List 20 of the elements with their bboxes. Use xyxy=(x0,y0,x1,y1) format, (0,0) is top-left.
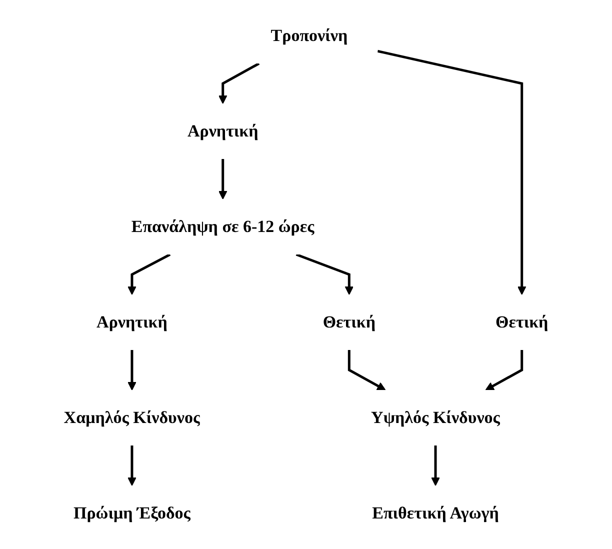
arrow xyxy=(377,50,526,295)
node-text: Αρνητική xyxy=(96,312,168,332)
node-text: Επιθετική Αγωγή xyxy=(372,504,499,522)
arrow xyxy=(218,62,260,104)
node-text: Υψηλός Κίνδυνος xyxy=(371,408,500,427)
arrow xyxy=(296,253,354,295)
arrow xyxy=(218,159,228,200)
arrow xyxy=(128,253,171,295)
arrow xyxy=(128,446,136,486)
node-text: Χαμηλός Κίνδυνος xyxy=(64,408,200,427)
arrow xyxy=(348,350,386,390)
node-text: Θετική xyxy=(322,312,376,332)
node-text: Τροπονίνη xyxy=(270,26,348,45)
arrow xyxy=(128,350,136,390)
node-text: Θετική xyxy=(496,312,548,332)
node-text: Πρώιμη Έξοδος xyxy=(73,504,190,522)
node-text: Αρνητική xyxy=(187,122,258,140)
arrow xyxy=(485,350,524,390)
arrow xyxy=(431,446,440,486)
node-text: Επανάληψη σε 6-12 ώρες xyxy=(131,217,314,236)
